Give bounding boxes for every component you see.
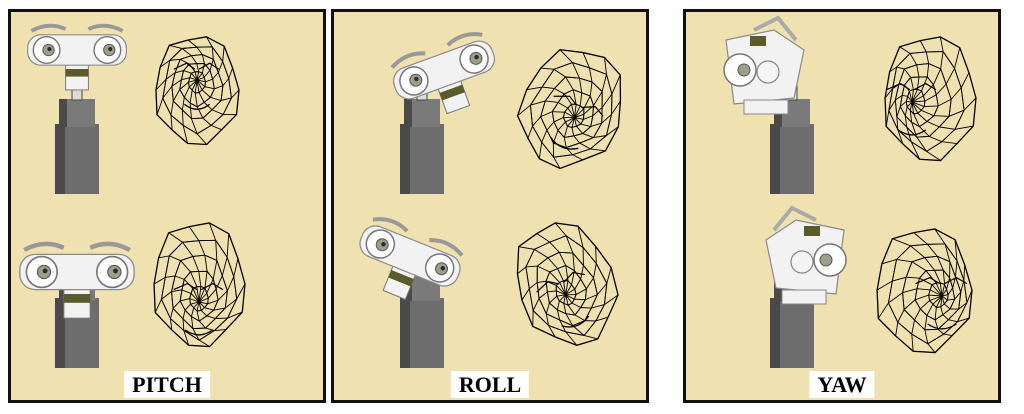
yaw-bottom-face-mesh	[876, 228, 973, 354]
roll-bottom-face-mesh	[516, 222, 619, 346]
pitch-panel: PITCH	[8, 9, 326, 403]
far-eye-icon	[790, 250, 814, 274]
yaw-bottom-robot-head	[765, 205, 847, 305]
pitch-label: PITCH	[124, 371, 210, 398]
roll-bottom-robot-head	[359, 217, 464, 301]
yaw-illustration	[723, 15, 977, 368]
pitch-bottom-robot-head	[19, 241, 135, 319]
roll-label: ROLL	[450, 371, 530, 398]
yaw-top-face-mesh	[884, 36, 977, 162]
roll-top-robot-head	[390, 32, 495, 115]
pitch-illustration	[19, 23, 246, 368]
roll-top-face-mesh	[516, 48, 622, 170]
far-eye-icon	[756, 60, 780, 84]
roll-illustration	[359, 32, 622, 368]
pitch-top-face-mesh	[155, 36, 240, 146]
pitch-top-post	[55, 81, 99, 194]
yaw-top-robot-head	[723, 15, 805, 115]
pitch-top-robot-head	[27, 23, 127, 91]
roll-panel: ROLL	[331, 9, 649, 403]
yaw-label: YAW	[809, 371, 875, 398]
pitch-bottom-face-mesh	[153, 222, 246, 348]
yaw-panel: YAW	[683, 9, 1001, 403]
